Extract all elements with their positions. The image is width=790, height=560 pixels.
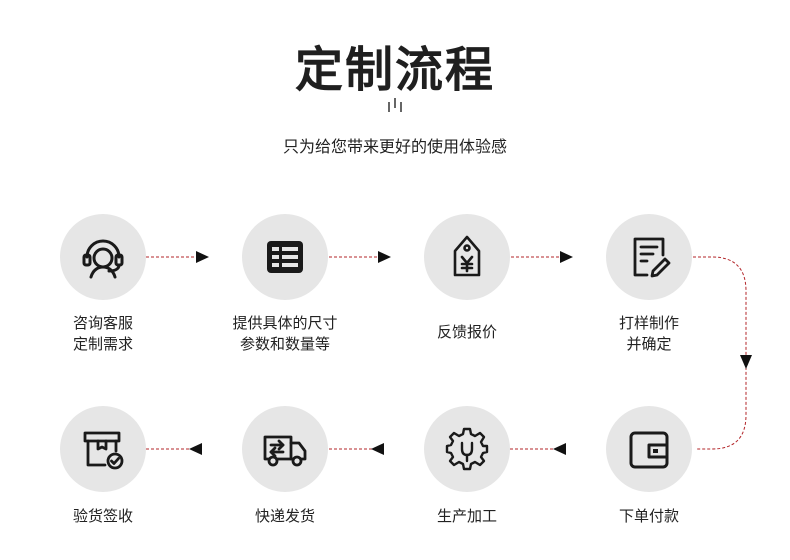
document-edit-icon [633,237,671,278]
step-1-line-2: 定制需求 [72,335,133,353]
arrow-left-3 [189,443,202,455]
step-3-label: 反馈报价 [387,322,547,343]
step-5-line-1: 下单付款 [618,507,679,525]
step-2-line-2: 参数和数量等 [239,335,330,353]
arrow-left-1 [553,443,566,455]
step-5-label: 下单付款 [569,506,729,527]
step-8-label: 验货签收 [23,506,183,527]
arrow-down [740,355,752,369]
package-check-icon [83,431,124,470]
gear-production-icon [445,427,489,471]
step-5-circle [606,406,692,492]
step-1-circle [60,214,146,300]
arrow-right-2 [378,251,391,263]
arrow-right-1 [196,251,209,263]
step-2-line-1: 提供具体的尺寸 [232,314,338,332]
step-6-circle [424,406,510,492]
step-3-line-1: 反馈报价 [436,323,497,341]
arrow-left-2 [371,443,384,455]
customer-service-headset-icon [82,239,124,279]
step-8-line-1: 验货签收 [72,507,133,525]
step-4-circle [606,214,692,300]
delivery-truck-icon [263,435,307,467]
step-8-circle [60,406,146,492]
page-title: 定制流程 [294,42,495,98]
step-4-line-1: 打样制作 [618,314,679,332]
price-tag-yen-icon [453,235,481,277]
step-4-label: 打样制作 并确定 [569,313,729,355]
step-1-line-1: 咨询客服 [72,314,133,332]
step-4-line-2: 并确定 [626,335,672,353]
connector-4-5 [693,256,747,450]
wallet-icon [629,431,669,469]
step-6-label: 生产加工 [387,506,547,527]
step-2-circle [242,214,328,300]
arrow-right-3 [560,251,573,263]
step-6-line-1: 生产加工 [436,507,497,525]
step-1-label: 咨询客服 定制需求 [23,313,183,355]
step-7-label: 快递发货 [205,506,365,527]
step-7-circle [242,406,328,492]
page-subtitle: 只为给您带来更好的使用体验感 [282,137,507,156]
step-2-label: 提供具体的尺寸 参数和数量等 [205,313,365,355]
step-7-line-1: 快递发货 [254,507,315,525]
step-3-circle [424,214,510,300]
divider-ornament [388,98,402,112]
table-list-icon [267,241,303,273]
